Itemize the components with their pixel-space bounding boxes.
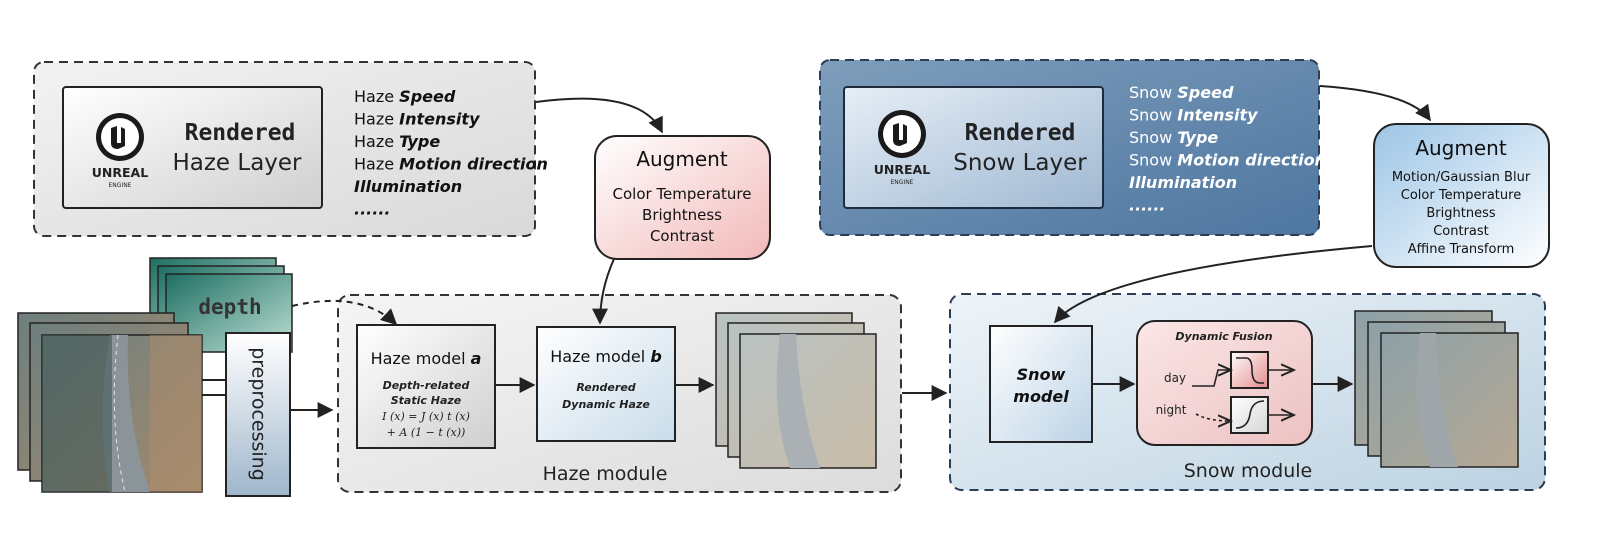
arrow-depth-to-model-a — [291, 299, 398, 326]
unreal-logo-icon — [96, 113, 144, 161]
night-arrow — [1195, 413, 1231, 421]
haze-equation-line2: + A (1 − t (x)) — [387, 426, 466, 439]
arrow-haze-layer-to-augment — [535, 97, 663, 134]
haze-model-a-sub1: Depth-related — [383, 379, 470, 392]
param-item: Snow Motion direction — [1129, 151, 1326, 170]
augment-item: Brightness — [642, 206, 722, 224]
snow-model-box: Snow model — [989, 325, 1093, 443]
param-item: Snow Speed — [1129, 83, 1234, 102]
unreal-logo-subtext: ENGINE — [891, 179, 914, 186]
augment-haze-title: Augment — [636, 147, 728, 171]
param-item: Illumination — [1129, 173, 1237, 192]
haze-model-b-sub1: Rendered — [576, 381, 635, 394]
input-image-stack — [17, 312, 203, 493]
augment-item: Brightness — [1426, 206, 1495, 221]
unreal-logo-text: UNREAL — [874, 162, 930, 177]
param-item: Haze Motion direction — [354, 155, 548, 174]
snow-render-title: Snow Layer — [953, 150, 1087, 176]
haze-model-b-sub2: Dynamic Haze — [562, 398, 650, 411]
unreal-logo-text: UNREAL — [92, 165, 148, 180]
haze-render-title-bold: Rendered — [185, 120, 296, 146]
haze-model-a-sub2: Static Haze — [391, 394, 462, 407]
param-item: Haze Type — [354, 132, 440, 151]
augment-item: Motion/Gaussian Blur — [1392, 170, 1531, 185]
preprocessing-block: preprocessing — [225, 332, 291, 497]
haze-model-b-title: Haze model b — [550, 347, 662, 366]
augment-item: Affine Transform — [1408, 242, 1515, 257]
day-sigmoid-icon — [1230, 351, 1269, 389]
snow-module-label: Snow module — [1184, 460, 1313, 482]
haze-model-a-title: Haze model a — [371, 349, 482, 368]
haze-module: Haze module Haze model a Depth-related S… — [337, 294, 902, 493]
depth-label: depth — [198, 295, 261, 319]
augment-item: Color Temperature — [613, 185, 752, 203]
haze-layer-panel: UNREAL ENGINE Rendered Haze Layer Haze S… — [33, 61, 548, 237]
augment-snow-title: Augment — [1415, 136, 1507, 160]
dynamic-fusion-box: Dynamic Fusion day night — [1136, 320, 1313, 446]
dynamic-fusion-title: Dynamic Fusion — [1175, 330, 1272, 343]
haze-model-b: Haze model b Rendered Dynamic Haze — [536, 326, 676, 442]
param-item: Haze Speed — [354, 87, 456, 106]
unreal-logo-icon — [878, 110, 926, 158]
augment-item: Color Temperature — [1401, 188, 1521, 203]
haze-render-title: Haze Layer — [172, 150, 302, 176]
snow-model-line1: Snow — [1017, 365, 1066, 384]
param-item: Snow Intensity — [1129, 106, 1258, 125]
preprocessing-label: preprocessing — [248, 347, 270, 481]
arrow-augment-to-model-b — [592, 258, 615, 325]
snow-layer-panel: UNREAL ENGINE Rendered Snow Layer Snow S… — [819, 59, 1326, 236]
snowy-output-stack — [1354, 310, 1519, 468]
arrow-augment-to-snow-model — [1053, 245, 1373, 324]
day-arrow — [1192, 370, 1231, 387]
haze-equation-line1: I (x) = J (x) t (x) — [381, 410, 470, 423]
unreal-logo-subtext: ENGINE — [109, 182, 132, 189]
road-shape — [102, 335, 150, 492]
param-item: Snow Type — [1129, 128, 1218, 147]
snow-module: Snow module Snow model Dynamic Fusion da… — [949, 293, 1546, 491]
fusion-day-label: day — [1164, 371, 1186, 385]
snow-render-title-bold: Rendered — [965, 120, 1076, 146]
param-item: ...... — [1129, 196, 1165, 215]
param-item: ...... — [354, 200, 390, 219]
haze-module-label: Haze module — [543, 463, 668, 485]
connector-arrows — [202, 85, 1431, 418]
snow-model-line2: model — [1013, 387, 1069, 406]
param-item: Illumination — [354, 177, 462, 196]
fusion-night-label: night — [1156, 403, 1187, 417]
augment-item: Contrast — [1433, 224, 1489, 239]
augment-item: Contrast — [650, 227, 714, 245]
param-item: Haze Intensity — [354, 110, 480, 129]
arrow-snow-layer-to-augment — [1319, 85, 1431, 122]
augment-haze-box: Augment Color TemperatureBrightnessContr… — [594, 135, 771, 260]
hazy-output-stack — [715, 312, 877, 469]
haze-model-a: Haze model a Depth-related Static Haze I… — [356, 324, 496, 449]
night-sigmoid-icon — [1230, 396, 1269, 434]
